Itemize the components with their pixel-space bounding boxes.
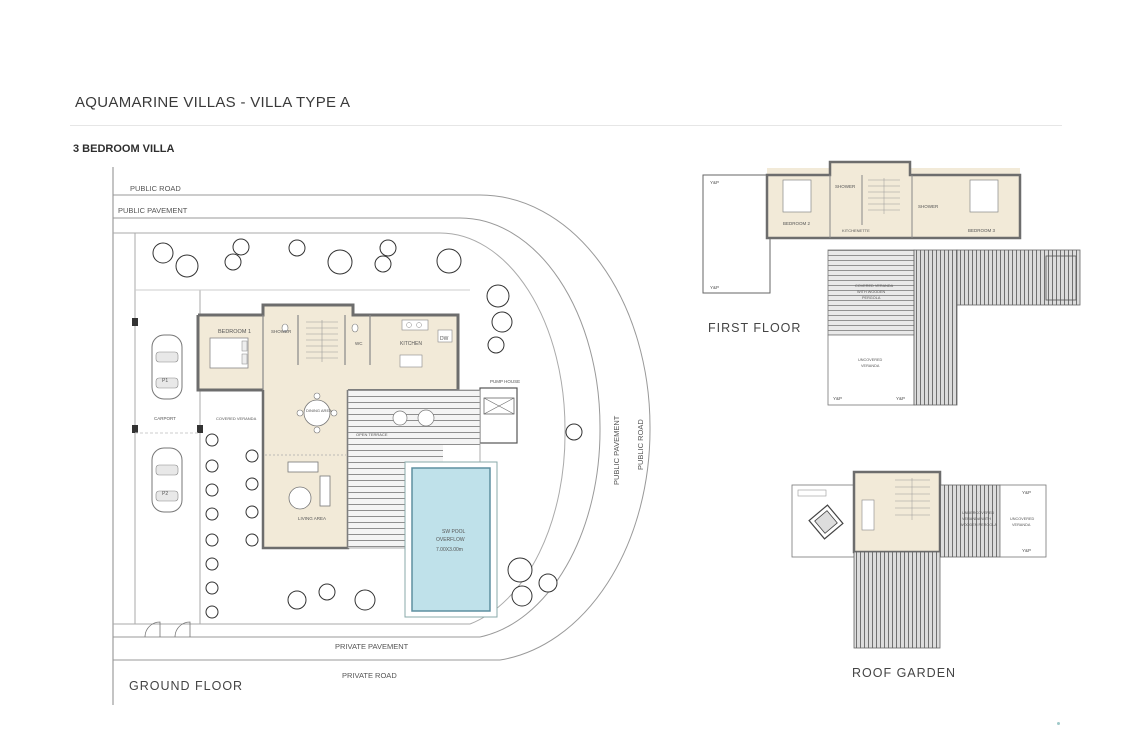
label-public-road: PUBLIC ROAD (130, 184, 181, 193)
label-shower: SHOWER (271, 329, 292, 334)
car-1 (151, 334, 183, 400)
page-subtitle: 3 BEDROOM VILLA (73, 143, 175, 155)
label-public-road-vertical: PUBLIC ROAD (636, 419, 645, 470)
rg-label-covered-line3: WOODEN PERGOLA (960, 523, 997, 527)
label-wc: WC (355, 341, 363, 346)
swimming-pool (404, 461, 498, 618)
ground-floor-caption: GROUND FLOOR (129, 679, 243, 693)
ff-label-covered-line1: COVERED VERANDA (855, 284, 894, 288)
ff-label-uncovered-line2: VERANDA (861, 364, 880, 368)
ground-floor-plan (112, 167, 651, 705)
ff-label-uncovered-line1: UNCOVERED (858, 358, 883, 362)
label-pool-area: 7.00X3.00m (436, 547, 463, 553)
roof-garden-plan (791, 470, 1047, 649)
rg-label-covered-line1: UNDERCOVERED (962, 511, 995, 515)
label-dw: DW (440, 336, 449, 342)
label-bedroom-1: BEDROOM 1 (218, 329, 251, 335)
ff-label-covered-line2: WITH WOODEN (857, 290, 886, 294)
ff-label-ysp-3: Y&P (833, 396, 842, 401)
label-private-pavement: PRIVATE PAVEMENT (335, 642, 409, 651)
label-car-p1: P1 (162, 378, 168, 384)
label-open-terrace: OPEN TERRACE (356, 432, 388, 437)
ff-label-ysp-1: Y&P (710, 180, 719, 185)
label-pump-house: PUMP HOUSE (490, 379, 520, 384)
first-floor-caption: FIRST FLOOR (708, 321, 801, 335)
rg-label-uncovered-line2: VERANDA (1012, 523, 1031, 527)
label-car-p2: P2 (162, 491, 168, 497)
corner-dot (1057, 722, 1060, 725)
label-carport: CARPORT (154, 416, 176, 421)
label-kitchen: KITCHEN (400, 341, 422, 347)
ff-label-covered-line3: PERGOLA (862, 296, 881, 300)
ff-label-shower-2: SHOWER (918, 204, 939, 209)
page-title: AQUAMARINE VILLAS - VILLA TYPE A (75, 94, 351, 111)
ff-label-kitchenette: KITCHENETTE (842, 228, 870, 233)
label-public-pavement: PUBLIC PAVEMENT (118, 206, 188, 215)
title-divider (70, 125, 1062, 126)
label-private-road: PRIVATE ROAD (342, 671, 397, 680)
rg-label-uncovered-line1: UNCOVERED (1010, 517, 1035, 521)
ff-label-bedroom-3: BEDROOM 3 (968, 228, 996, 233)
rg-label-ysp-1: Y&P (1022, 490, 1031, 495)
rg-label-ysp-2: Y&P (1022, 548, 1031, 553)
label-living-area: LIVING AREA (298, 516, 326, 521)
label-pool-line2: OVERFLOW (436, 537, 465, 543)
rg-label-covered-line2: VERANDA WITH (962, 517, 991, 521)
ff-label-ysp-2: Y&P (710, 285, 719, 290)
ff-label-shower: SHOWER (835, 184, 856, 189)
label-dining-area: DINING AREA (306, 408, 332, 413)
label-pool-line1: SW POOL (442, 529, 466, 535)
label-public-pavement-vertical: PUBLIC PAVEMENT (612, 415, 621, 485)
ff-label-ysp-4: Y&P (896, 396, 905, 401)
first-floor-plan (702, 160, 1081, 406)
roof-garden-caption: ROOF GARDEN (852, 666, 956, 680)
car-2 (151, 447, 183, 513)
label-covered-veranda: COVERED VERANDA (216, 416, 257, 421)
ff-label-bedroom-2: BEDROOM 2 (783, 221, 811, 226)
